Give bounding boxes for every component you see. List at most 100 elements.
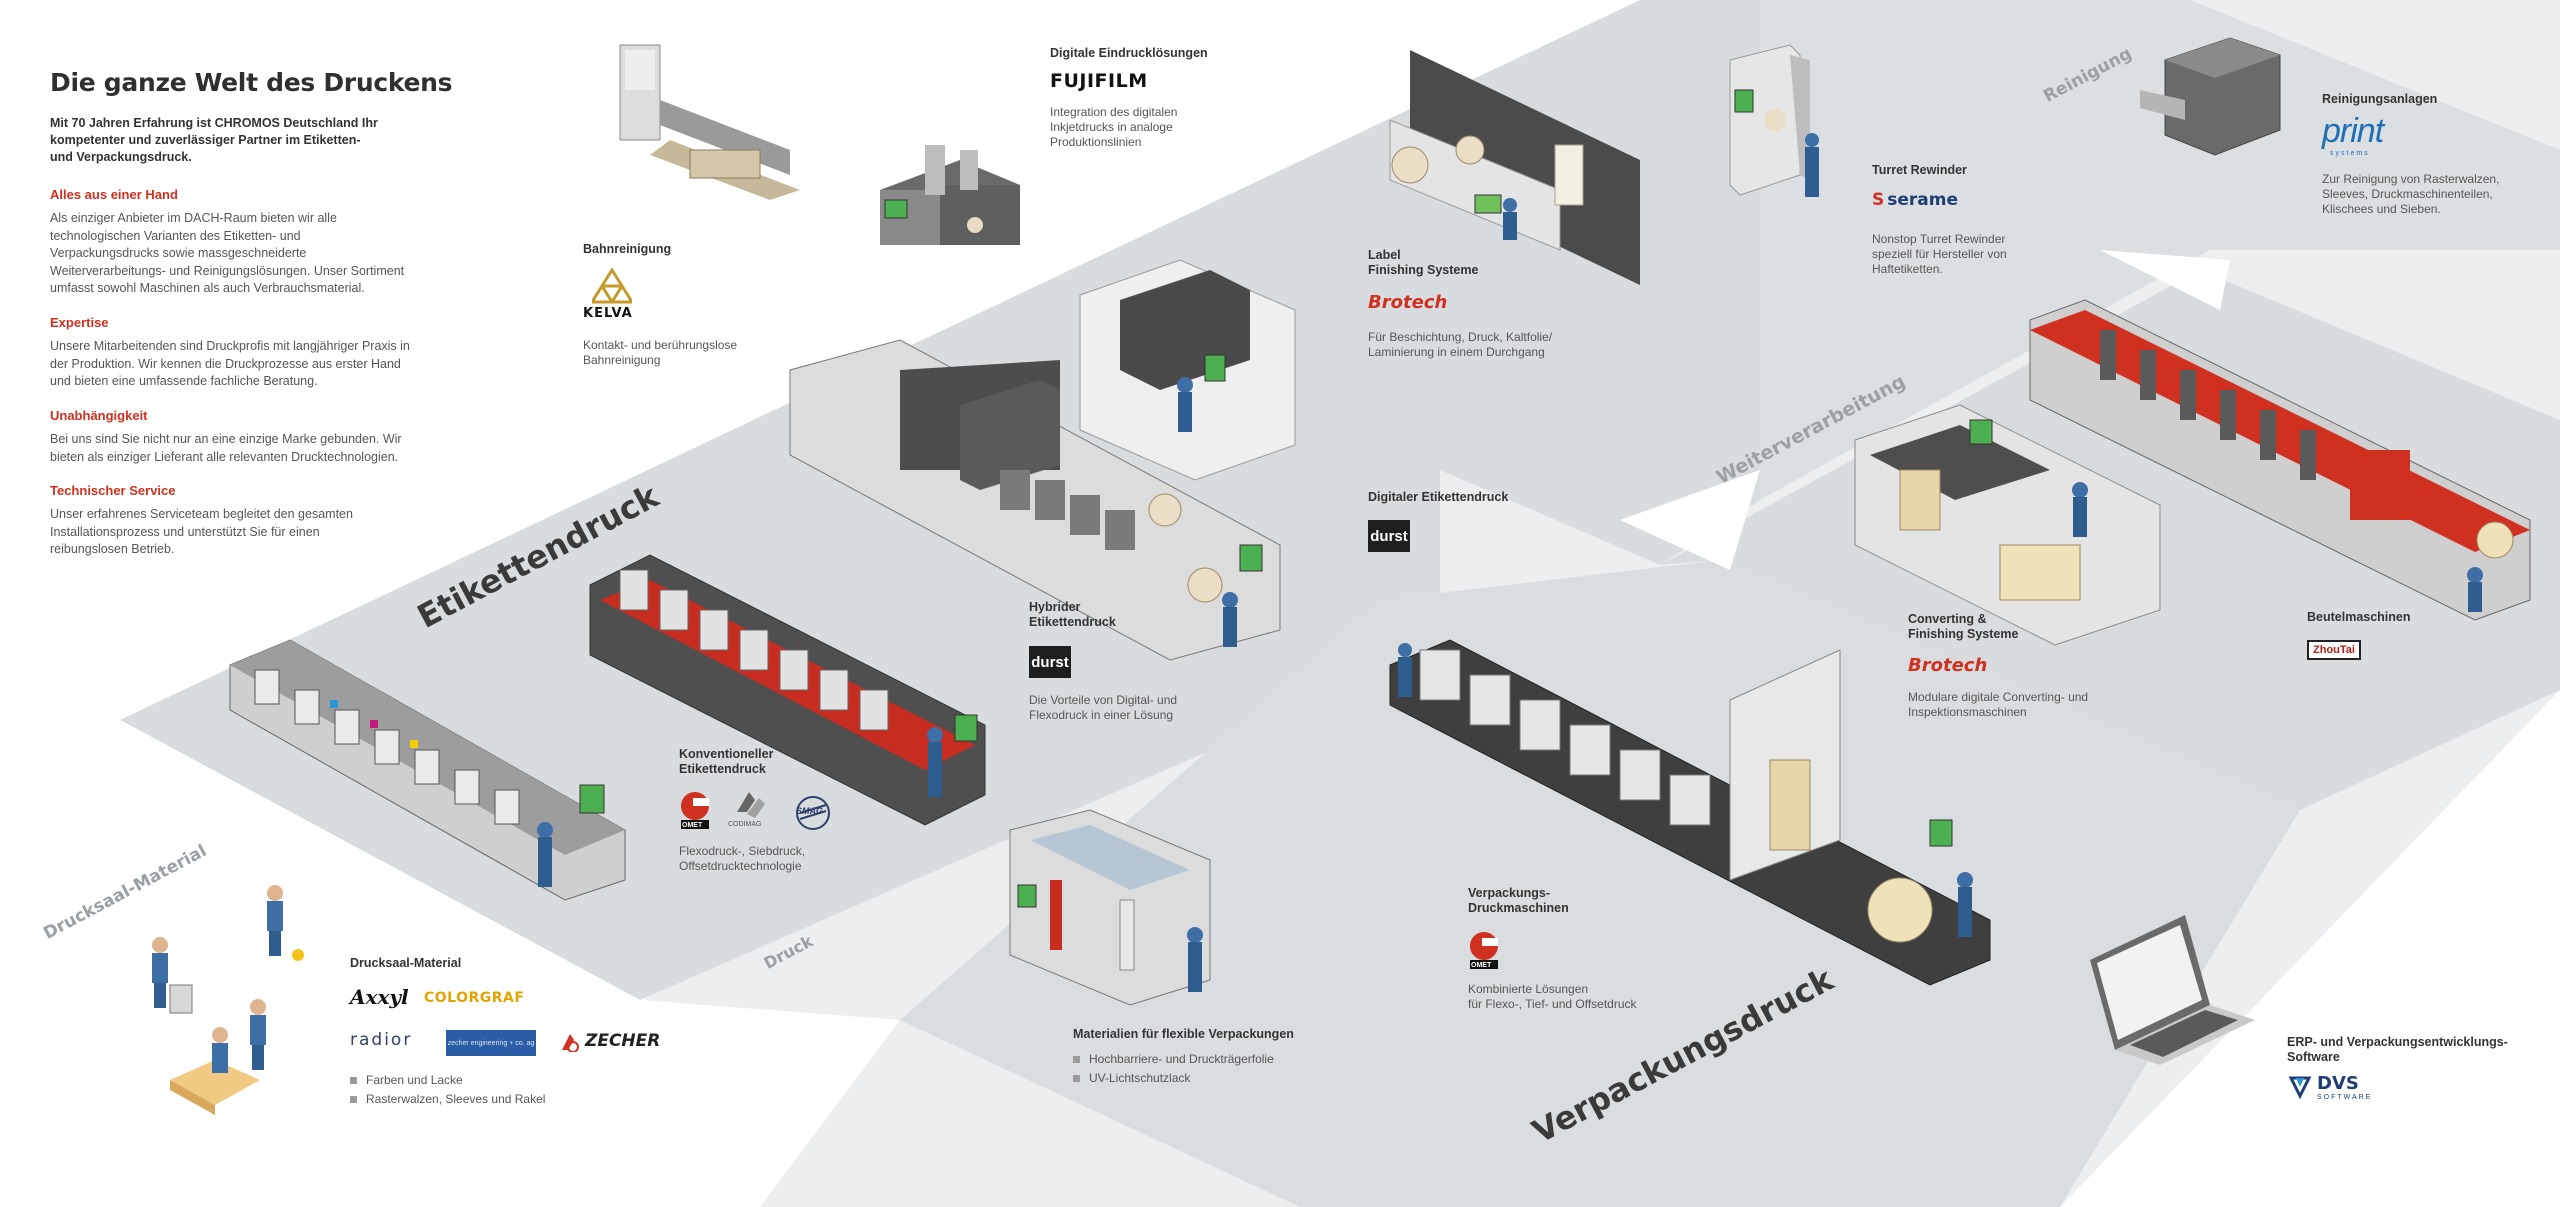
product-title: Konventioneller <box>679 747 774 761</box>
product-desc: Kontakt- und berührungslose <box>583 338 738 352</box>
product-title: Reinigungsanlagen <box>2322 92 2438 106</box>
product-desc: Kombinierte Lösungen <box>1468 982 1589 996</box>
product-title: Digitale Eindrucklösungen <box>1050 46 1208 60</box>
laptop-icon <box>2090 915 2255 1065</box>
codimag-logo-text: CODIMAG <box>728 821 762 828</box>
cleaning-unit-icon <box>2140 37 2281 156</box>
durst-logo: durst <box>1029 646 1071 678</box>
product-title: Etikettendruck <box>679 762 766 776</box>
bullet-item: Rasterwalzen, Sleeves und Rakel <box>350 1090 545 1109</box>
digital-inkjet-unit-icon <box>880 145 1020 245</box>
product-desc: für Flexo-, Tief- und Offsetdruck <box>1468 997 1637 1011</box>
product-desc: Laminierung in einem Durchgang <box>1368 345 1545 359</box>
product-title: Digitaler Etikettendruck <box>1368 490 1509 504</box>
product-title: ERP- und Verpackungsentwicklungs- <box>2287 1035 2508 1049</box>
intro-text: Mit 70 Jahren Erfahrung ist CHROMOS Deut… <box>50 116 378 164</box>
bullet-item: Hochbarriere- und Druckträgerfolie <box>1073 1050 1274 1069</box>
bullet-item: UV-Lichtschutzlack <box>1073 1069 1274 1088</box>
zecher-logo: ZECHER <box>560 1030 660 1052</box>
product-desc: Bahnreinigung <box>583 353 661 367</box>
product-title: Label <box>1368 248 1401 262</box>
product-desc: Klischees und Sieben. <box>2322 202 2441 216</box>
product-desc: Zur Reinigung von Rasterwalzen, <box>2322 172 2500 186</box>
section-text: Bei uns sind Sie nicht nur an eine einzi… <box>50 432 402 464</box>
hybrid-label-press-icon <box>789 339 1281 661</box>
web-cleaning-machine-icon <box>619 44 800 200</box>
rewinder-stand-icon <box>1009 809 1211 1006</box>
colorgraf-logo: COLORGRAF <box>424 990 525 1006</box>
durst-logo: durst <box>1368 520 1410 552</box>
print-systems-sub: systems <box>2330 150 2370 157</box>
product-desc: Nonstop Turret Rewinder <box>1872 232 2006 246</box>
product-desc: Sleeves, Druckmaschinenteilen, <box>2322 187 2493 201</box>
zhoutai-logo: ZhouTai <box>2307 640 2361 660</box>
product-desc: Offsetdrucktechnologie <box>679 859 802 873</box>
material-bullets: Hochbarriere- und Druckträgerfolie UV-Li… <box>1073 1050 1274 1088</box>
brotech-logo: Brotech <box>1368 292 1448 313</box>
product-desc: Flexodruck-, Siebdruck, <box>679 844 806 858</box>
turret-rewinder-icon <box>1729 44 1819 197</box>
product-title: Software <box>2287 1050 2340 1064</box>
section-heading: Alles aus einer Hand <box>50 187 178 202</box>
product-title: Materialien für flexible Verpackungen <box>1073 1027 1294 1041</box>
section-heading: Expertise <box>50 315 109 330</box>
print-systems-logo: print <box>2322 112 2384 150</box>
serame-s-icon: S <box>1872 190 1885 210</box>
codimag-logo-icon <box>737 792 765 818</box>
product-title: Bahnreinigung <box>583 242 672 256</box>
omet-logo-text: OMET <box>1471 962 1492 969</box>
section-text: Als einziger Anbieter im DACH-Raum biete… <box>50 211 405 295</box>
zecher-wordmark: ZECHER <box>585 1031 661 1051</box>
product-desc: Für Beschichtung, Druck, Kaltfolie/ <box>1368 330 1553 344</box>
zecher-engineering-logo: zecher engineering + co. ag <box>446 1030 536 1056</box>
serame-logo: S serame <box>1872 190 1958 210</box>
serame-wordmark: serame <box>1887 190 1958 210</box>
product-title: Finishing Systeme <box>1908 627 2019 641</box>
material-bullets: Farben und Lacke Rasterwalzen, Sleeves u… <box>350 1071 545 1109</box>
product-title: Beutelmaschinen <box>2307 610 2411 624</box>
product-title: Hybrider <box>1029 600 1081 614</box>
product-title: Converting & <box>1908 612 1987 626</box>
smag-logo-icon <box>796 796 830 830</box>
product-desc: Die Vorteile von Digital- und <box>1029 693 1178 707</box>
dvs-wordmark: DVS <box>2317 1073 2359 1094</box>
product-title: Finishing Systeme <box>1368 263 1479 277</box>
kelva-logo-icon <box>592 268 632 304</box>
product-title: Turret Rewinder <box>1872 163 1967 177</box>
omet-logo-icon <box>1469 932 1498 969</box>
bullet-item: Farben und Lacke <box>350 1071 545 1090</box>
dvs-logo: DVS SOFTWARE <box>2287 1073 2372 1101</box>
conventional-label-press-icon <box>589 554 986 826</box>
digital-label-press-icon <box>1079 259 1296 481</box>
product-title: Etikettendruck <box>1029 615 1116 629</box>
section-text: Unsere Mitarbeitenden sind Druckprofis m… <box>50 339 410 388</box>
product-desc: Flexodruck in einer Lösung <box>1029 708 1174 722</box>
bag-machine-icon <box>2029 299 2531 621</box>
product-title: Verpackungs- <box>1468 886 1550 900</box>
axxyl-logo: Axxyl <box>350 985 409 1009</box>
product-title: Druckmaschinen <box>1468 901 1569 915</box>
omet-logo-icon <box>680 792 709 829</box>
flexo-press-line-icon <box>229 639 626 901</box>
product-desc: Inspektionsmaschinen <box>1908 705 2027 719</box>
kelva-logo: KELVA <box>583 306 633 321</box>
section-heading: Technischer Service <box>50 483 176 498</box>
brotech-logo: Brotech <box>1908 655 1988 676</box>
page-title: Die ganze Welt des Druckens <box>50 68 453 97</box>
smag-logo-text: SMAG <box>796 806 823 816</box>
converting-finishing-icon <box>1854 404 2161 646</box>
product-title: Drucksaal-Material <box>350 956 462 970</box>
section-heading: Unabhängigkeit <box>50 408 148 423</box>
section-text: Unser erfahrenes Serviceteam begleitet d… <box>50 507 353 556</box>
product-desc: Integration des digitalen <box>1050 105 1178 119</box>
dvs-mark-icon <box>2288 1076 2312 1100</box>
product-desc: Inkjetdrucks in analoge <box>1050 120 1173 134</box>
product-desc: Haftetiketten. <box>1872 262 1943 276</box>
people-icon <box>152 885 304 1115</box>
product-desc: Produktionslinien <box>1050 135 1142 149</box>
fujifilm-logo: FUJIFILM <box>1050 70 1148 92</box>
omet-logo-text: OMET <box>682 822 703 829</box>
dvs-wordmark-wrap: DVS SOFTWARE <box>2317 1073 2372 1101</box>
radior-logo: radior <box>350 1030 413 1050</box>
